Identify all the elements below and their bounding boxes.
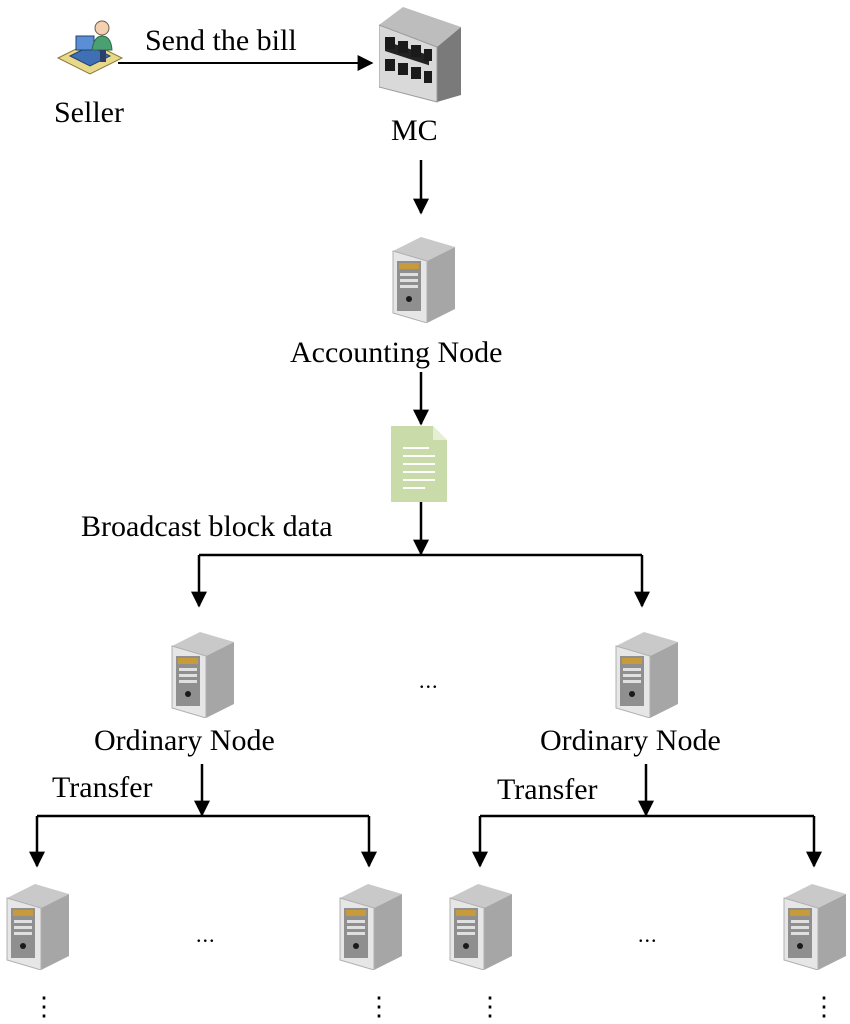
ordinary-node-left-label: Ordinary Node (94, 724, 275, 757)
broadcast-label: Broadcast block data (81, 510, 333, 543)
bottom-server-3-icon (449, 884, 512, 970)
middle-ellipsis: ... (419, 668, 439, 693)
ordinary-node-right-server-icon (615, 632, 678, 718)
bottom-server-4-icon (783, 884, 846, 970)
bottom-server-2-icon (339, 884, 402, 970)
accounting-node-server-icon (392, 237, 455, 323)
bottom-server-1-icon (6, 884, 69, 970)
vertical-ellipsis-4: ⋮ (811, 992, 837, 1021)
ordinary-node-right-label: Ordinary Node (540, 724, 721, 757)
ordinary-node-left-server-icon (171, 632, 234, 718)
seller-icon (56, 20, 124, 75)
vertical-ellipsis-3: ⋮ (477, 992, 503, 1021)
bottom-left-ellipsis: ... (196, 922, 216, 947)
accounting-node-label: Accounting Node (290, 336, 503, 369)
building-icon (379, 7, 461, 103)
send-bill-label: Send the bill (145, 24, 297, 57)
bottom-right-ellipsis: ... (638, 922, 658, 947)
seller-label: Seller (54, 96, 124, 129)
vertical-ellipsis-2: ⋮ (366, 992, 392, 1021)
transfer-right-label: Transfer (497, 773, 598, 806)
mc-label: MC (391, 114, 438, 147)
vertical-ellipsis-1: ⋮ (31, 992, 57, 1021)
transfer-left-label: Transfer (52, 771, 153, 804)
document-icon (391, 426, 447, 502)
